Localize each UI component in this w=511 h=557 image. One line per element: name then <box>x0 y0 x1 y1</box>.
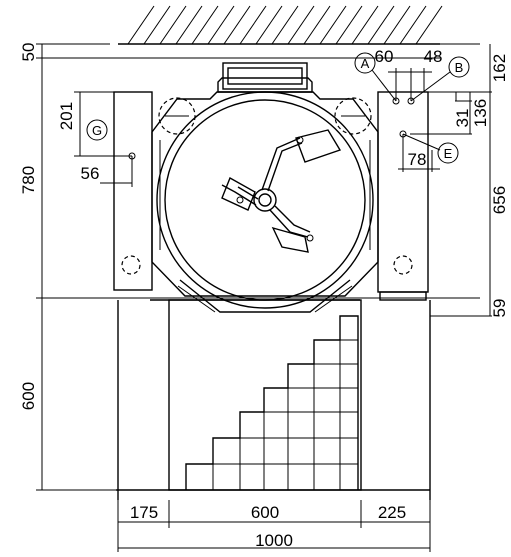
dim-right-top: 162 <box>490 54 509 82</box>
dim-stair-height: 600 <box>19 382 38 410</box>
dim-bottom-right: 225 <box>378 503 406 522</box>
svg-text:G: G <box>92 123 102 138</box>
dim-e-offset: 78 <box>408 150 427 169</box>
dim-right-height: 656 <box>490 186 509 214</box>
dim-right-136: 136 <box>471 99 490 127</box>
upper-left-roller <box>158 97 196 135</box>
rotary-drum <box>156 91 374 309</box>
lower-frame <box>116 299 431 500</box>
dim-b-offset: 48 <box>424 47 443 66</box>
svg-text:E: E <box>444 146 453 161</box>
ceiling-hatch <box>118 5 443 45</box>
dim-g-horizontal: 56 <box>81 164 100 183</box>
left-column-hole <box>121 255 141 275</box>
marker-b: B <box>448 56 470 78</box>
dim-right-bottom: 59 <box>490 299 509 318</box>
dim-bottom-left: 175 <box>130 503 158 522</box>
dim-bottom-middle: 600 <box>251 503 279 522</box>
dimension-lines <box>36 43 492 552</box>
dim-left-height: 780 <box>19 166 38 194</box>
right-column <box>377 91 429 301</box>
right-column-hole <box>393 255 413 275</box>
marker-a: A <box>354 52 376 74</box>
dim-right-31: 31 <box>453 109 472 128</box>
left-column <box>113 91 153 291</box>
svg-text:B: B <box>455 60 464 75</box>
dim-total-width: 1000 <box>255 531 293 550</box>
marker-g: G <box>86 119 108 141</box>
marker-points <box>128 97 415 160</box>
svg-text:A: A <box>361 56 370 71</box>
dim-g-vertical: 201 <box>57 102 76 130</box>
dim-a-offset: 60 <box>375 47 394 66</box>
marker-e: E <box>437 142 459 164</box>
upper-right-roller <box>334 97 372 135</box>
dim-top-clearance: 50 <box>19 43 38 62</box>
